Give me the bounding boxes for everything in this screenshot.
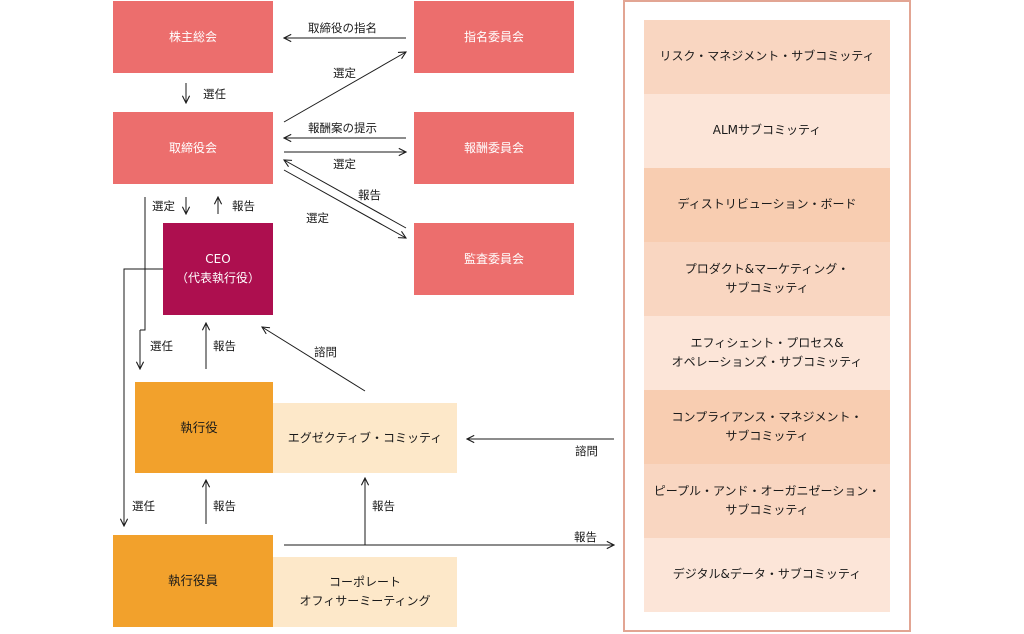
ceo-label: CEO: [205, 252, 231, 267]
corporate-officer-meeting-box: コーポレート オフィサーミーティング: [263, 557, 457, 627]
label-report-meeting: 報告: [372, 499, 395, 513]
subcommittee-label-2: オペレーションズ・サブコミッティ: [671, 355, 863, 369]
executive-officers-box: 執行役: [135, 382, 273, 473]
compensation-committee-label: 報酬委員会: [463, 140, 524, 155]
executive-committee-box: エグゼクティブ・コミッティ: [263, 403, 457, 473]
label-compensation-proposal: 報酬案の提示: [308, 121, 377, 135]
label-elect-board: 選任: [203, 87, 226, 101]
subcommittee-label: ピープル・アンド・オーガニゼーション・: [653, 483, 881, 498]
subcommittee-people-organization: ピープル・アンド・オーガニゼーション・ サブコミッティ: [644, 464, 890, 538]
nomination-committee-box: 指名委員会: [414, 1, 574, 73]
subcommittee-distribution-board: ディストリビューション・ボード: [644, 168, 890, 242]
executive-committee-label: エグゼクティブ・コミッティ: [287, 430, 443, 445]
arrow-consult-ceo: [262, 327, 366, 392]
label-report-officers: 報告: [213, 339, 236, 353]
arrow-select-nomination: [283, 52, 406, 123]
shareholders-meeting-label: 株主総会: [168, 29, 217, 44]
label-report-ceo: 報告: [232, 199, 255, 213]
label-select-compensation: 選定: [333, 157, 356, 171]
shareholders-meeting-box: 株主総会: [113, 1, 273, 73]
executive-officers-label: 執行役: [180, 419, 218, 435]
subcommittee-efficient-process: エフィシェント・プロセス& オペレーションズ・サブコミッティ: [644, 316, 890, 390]
board-of-directors-box: 取締役会: [113, 112, 273, 184]
label-consult-ceo: 諮問: [314, 345, 337, 359]
label-elect-officers: 選任: [150, 339, 173, 353]
label-select-audit: 選定: [306, 211, 329, 225]
ceo-box: CEO （代表執行役）: [163, 223, 273, 315]
managing-officers-label: 執行役員: [167, 573, 218, 589]
subcommittee-product-marketing: プロダクト&マーケティング・ サブコミッティ: [644, 242, 890, 316]
arrow-elect-officers: [140, 197, 146, 331]
label-report-sub: 報告: [574, 530, 597, 544]
corporate-officer-meeting-label-2: オフィサーミーティング: [299, 594, 431, 608]
subcommittee-label-2: サブコミッティ: [725, 281, 809, 295]
subcommittee-label: エフィシェント・プロセス&: [690, 335, 844, 350]
arrow-report-audit: [284, 160, 407, 229]
subcommittee-label: デジタル&データ・サブコミッティ: [672, 567, 862, 582]
label-report-managing: 報告: [213, 499, 236, 513]
compensation-committee-box: 報酬委員会: [414, 112, 574, 184]
label-elect-managing: 選任: [132, 499, 155, 513]
arrow-elect-managing: [124, 268, 163, 526]
subcommittee-label: リスク・マネジメント・サブコミッティ: [659, 49, 875, 64]
board-of-directors-label: 取締役会: [168, 140, 217, 155]
ceo-sub-label: （代表執行役）: [175, 271, 260, 285]
audit-committee-box: 監査委員会: [414, 223, 574, 295]
subcommittee-digital-data: デジタル&データ・サブコミッティ: [644, 538, 890, 612]
subcommittee-label: ディストリビューション・ボード: [677, 197, 857, 212]
subcommittee-compliance-management: コンプライアンス・マネジメント・ サブコミッティ: [644, 390, 890, 464]
label-report-audit: 報告: [358, 188, 381, 202]
subcommittee-label-2: サブコミッティ: [725, 503, 809, 517]
corporate-officer-meeting-label-1: コーポレート: [328, 575, 401, 590]
label-consult-exec: 諮問: [575, 444, 598, 458]
audit-committee-label: 監査委員会: [463, 251, 524, 266]
label-nominate-directors: 取締役の指名: [308, 21, 377, 35]
arrow-select-audit: [283, 169, 406, 238]
subcommittee-label: ALMサブコミッティ: [712, 123, 822, 138]
nomination-committee-label: 指名委員会: [463, 29, 524, 44]
subcommittee-alm: ALMサブコミッティ: [644, 94, 890, 168]
label-select-ceo: 選定: [152, 199, 175, 213]
subcommittee-risk-management: リスク・マネジメント・サブコミッティ: [644, 20, 890, 94]
subcommittee-label-2: サブコミッティ: [725, 429, 809, 443]
label-select-nomination: 選定: [333, 66, 356, 80]
subcommittee-label: プロダクト&マーケティング・: [684, 261, 850, 276]
subcommittee-label: コンプライアンス・マネジメント・: [671, 409, 863, 424]
managing-officers-box: 執行役員: [113, 535, 273, 627]
